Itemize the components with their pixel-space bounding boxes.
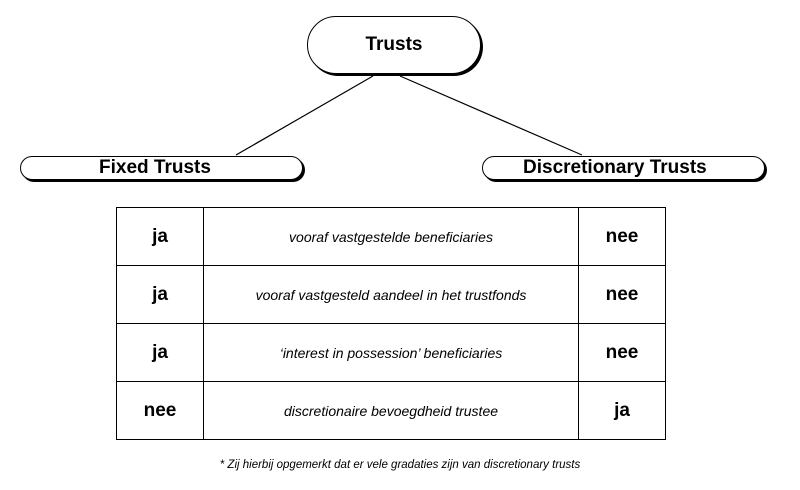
discretionary-trusts-cell: nee [578, 265, 666, 324]
connector-right [399, 75, 583, 156]
table-row: ja vooraf vastgestelde beneficiaries nee [116, 207, 666, 266]
discretionary-trusts-cell: nee [578, 323, 666, 382]
criterion-cell: vooraf vastgestelde beneficiaries [203, 207, 579, 266]
criterion-cell: discretionaire bevoegdheid trustee [203, 381, 579, 440]
fixed-trusts-cell: nee [116, 381, 204, 440]
fixed-trusts-cell: ja [116, 207, 204, 266]
table-row: ja ‘interest in possession’ beneficiarie… [116, 323, 666, 382]
branch-node-discretionary-trusts: Discretionary Trusts [482, 156, 765, 180]
fixed-trusts-cell: ja [116, 265, 204, 324]
discretionary-trusts-cell: nee [578, 207, 666, 266]
criterion-cell: vooraf vastgesteld aandeel in het trustf… [203, 265, 579, 324]
branch-node-fixed-trusts: Fixed Trusts [20, 156, 303, 180]
table-row: ja vooraf vastgesteld aandeel in het tru… [116, 265, 666, 324]
fixed-trusts-cell: ja [116, 323, 204, 382]
footnote: * Zij hierbij opgemerkt dat er vele grad… [219, 459, 581, 471]
table-row: nee discretionaire bevoegdheid trustee j… [116, 381, 666, 440]
root-node-trusts: Trusts [307, 16, 481, 74]
discretionary-trusts-cell: ja [578, 381, 666, 440]
comparison-table: ja vooraf vastgestelde beneficiaries nee… [116, 207, 666, 440]
criterion-cell: ‘interest in possession’ beneficiaries [203, 323, 579, 382]
connector-left [235, 75, 374, 156]
